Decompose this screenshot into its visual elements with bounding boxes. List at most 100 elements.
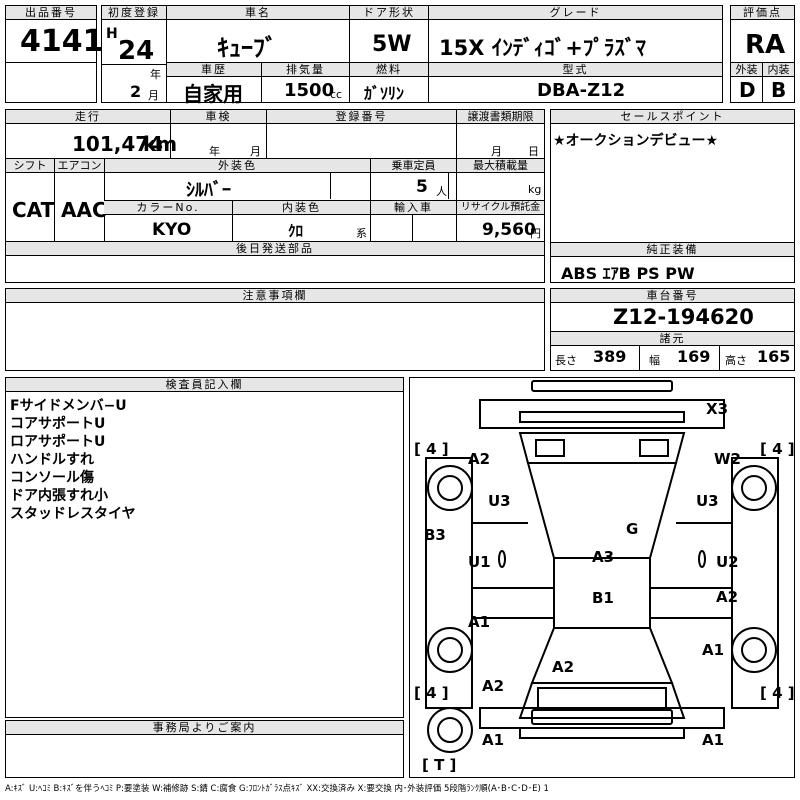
inspector-line: ハンドルすれ — [10, 452, 94, 468]
first-reg-label: 初度登録 — [102, 6, 166, 20]
hei-label: 高さ — [725, 354, 747, 367]
color-label: 外装色 — [104, 159, 370, 173]
capacity: 5 — [416, 177, 428, 197]
capacity-unit: 人 — [436, 185, 447, 198]
damage-mark: U3 — [696, 492, 719, 510]
damage-mark: A2 — [716, 588, 739, 606]
later-parts-label: 後日発送部品 — [6, 242, 544, 256]
shift: CAT — [12, 198, 55, 222]
lot-label: 出品番号 — [6, 6, 96, 20]
caution-label: 注意事項欄 — [6, 289, 544, 303]
disp-unit: cc — [330, 88, 343, 101]
damage-mark: B1 — [592, 589, 614, 607]
inspect-year-unit: 年 — [209, 145, 220, 158]
lot-blank — [5, 62, 97, 103]
ac-label: エアコン — [54, 159, 104, 173]
mileage-unit: km — [143, 132, 178, 156]
shift-label: シフト — [6, 159, 54, 173]
chassis-label: 車台番号 — [551, 289, 794, 303]
damage-mark: A3 — [592, 548, 615, 566]
inspector-line: コアサポートU — [10, 416, 106, 432]
inspector-line: Fサイドメンバ−U — [10, 398, 127, 414]
tire-mark-spare: [ T ] — [422, 756, 457, 774]
int-label: 内装 — [763, 63, 794, 77]
grade-label: グレード — [429, 6, 722, 20]
chassis-number: Z12-194620 — [613, 305, 754, 329]
history: 自家用 — [183, 82, 243, 106]
ext-grade: D — [739, 78, 756, 102]
length: 389 — [593, 347, 627, 366]
history-label: 車歴 — [167, 63, 261, 77]
load-unit: kg — [528, 183, 542, 196]
damage-mark: A1 — [482, 731, 505, 749]
width: 169 — [677, 347, 711, 366]
era: H — [106, 26, 118, 42]
car-name-label: 車名 — [167, 6, 349, 20]
info-block: 走行 車検 登録番号 譲渡書類期限 101,474 km 年 月 月 日 シフト… — [5, 109, 545, 283]
inspector-line: ドア内張すれ小 — [10, 488, 108, 504]
int-color-unit: 系 — [356, 227, 367, 240]
chassis-box: 車台番号 Z12-194620 諸元 長さ 389 幅 169 高さ 165 — [550, 288, 795, 371]
damage-mark: U3 — [488, 492, 511, 510]
int-grade: B — [771, 78, 787, 102]
score: RA — [745, 30, 786, 60]
caution-box: 注意事項欄 — [5, 288, 545, 371]
len-label: 長さ — [555, 354, 577, 367]
mileage-label: 走行 — [6, 110, 170, 124]
fuel-box: 燃料 ｶﾞｿﾘﾝ — [349, 62, 429, 103]
equip-label: 純正装備 — [551, 243, 794, 257]
tire-mark-fl: [ 4 ] — [414, 684, 449, 702]
height: 165 — [757, 347, 791, 366]
fuel-label: 燃料 — [350, 63, 428, 77]
sales-box: セールスポイント ★オークションデビュー★ — [550, 109, 795, 243]
sales-label: セールスポイント — [551, 110, 794, 124]
dims-label: 諸元 — [551, 332, 794, 346]
car-name: ｷｭｰﾌﾞ — [217, 34, 277, 62]
disp-box: 排気量 1500 cc — [261, 62, 350, 103]
damage-mark: A2 — [552, 658, 575, 676]
month-unit: 月 — [148, 89, 159, 102]
int-color: ｸﾛ — [288, 222, 304, 240]
sales-point: ★オークションデビュー★ — [553, 133, 719, 149]
tire-mark-rr: [ 4 ] — [760, 440, 795, 458]
damage-mark: W2 — [714, 450, 741, 468]
ac: AAC — [61, 198, 107, 222]
intcolor-label: 内装色 — [232, 201, 370, 215]
office-label: 事務局よりご案内 — [6, 721, 403, 735]
reg-label: 登録番号 — [266, 110, 456, 124]
tire-mark-fr: [ 4 ] — [760, 684, 795, 702]
color-no: KYO — [152, 220, 192, 240]
inspector-line: ロアサポートU — [10, 434, 106, 450]
inspector-label: 検査員記入欄 — [6, 378, 403, 392]
recycle-label: リサイクル預託金 — [456, 201, 544, 215]
legend: A:ｷｽﾞ U:ﾍｺﾐ B:ｷｽﾞを伴うﾍｺﾐ P:要塗装 W:補修跡 S:錆 … — [5, 784, 549, 794]
damage-mark: A2 — [482, 677, 505, 695]
car-diagram: [ 4 ] [ 4 ] [ 4 ] [ 4 ] [ T ] X3 A2 W2 U… — [409, 377, 795, 778]
displacement: 1500 — [284, 80, 335, 101]
damage-mark: X3 — [706, 400, 729, 418]
fuel: ｶﾞｿﾘﾝ — [364, 84, 405, 103]
damage-mark: A1 — [702, 641, 725, 659]
history-box: 車歴 自家用 — [166, 62, 262, 106]
damage-mark: G — [626, 520, 639, 538]
ext-label: 外装 — [731, 63, 762, 77]
damage-mark: A1 — [468, 613, 491, 631]
recycle: 9,560 — [482, 220, 536, 240]
inspector-line: コンソール傷 — [10, 470, 94, 486]
reg-month: 2 — [130, 82, 142, 101]
score-label: 評価点 — [731, 6, 794, 20]
office-box: 事務局よりご案内 — [5, 720, 404, 778]
capacity-label: 乗車定員 — [370, 159, 456, 173]
equipment: ABS ｴｱB PS PW — [561, 264, 695, 283]
inspect-month-unit: 月 — [250, 145, 261, 158]
reg-year: 24 — [118, 36, 155, 66]
car-outline — [425, 380, 779, 753]
lot-number: 4141 — [20, 24, 104, 59]
recycle-unit: 円 — [530, 227, 541, 240]
colorno-label: カラーNo. — [104, 201, 232, 215]
damage-mark: U2 — [716, 553, 739, 571]
grade-box: グレード 15X ｲﾝﾃﾞｨｺﾞ+ﾌﾟﾗｽﾞﾏ — [428, 5, 723, 63]
disp-label: 排気量 — [262, 63, 349, 77]
first-reg-box: 初度登録 H 24 年 2 月 — [101, 5, 167, 103]
inspector-line: スタッドレスタイヤ — [10, 506, 136, 522]
